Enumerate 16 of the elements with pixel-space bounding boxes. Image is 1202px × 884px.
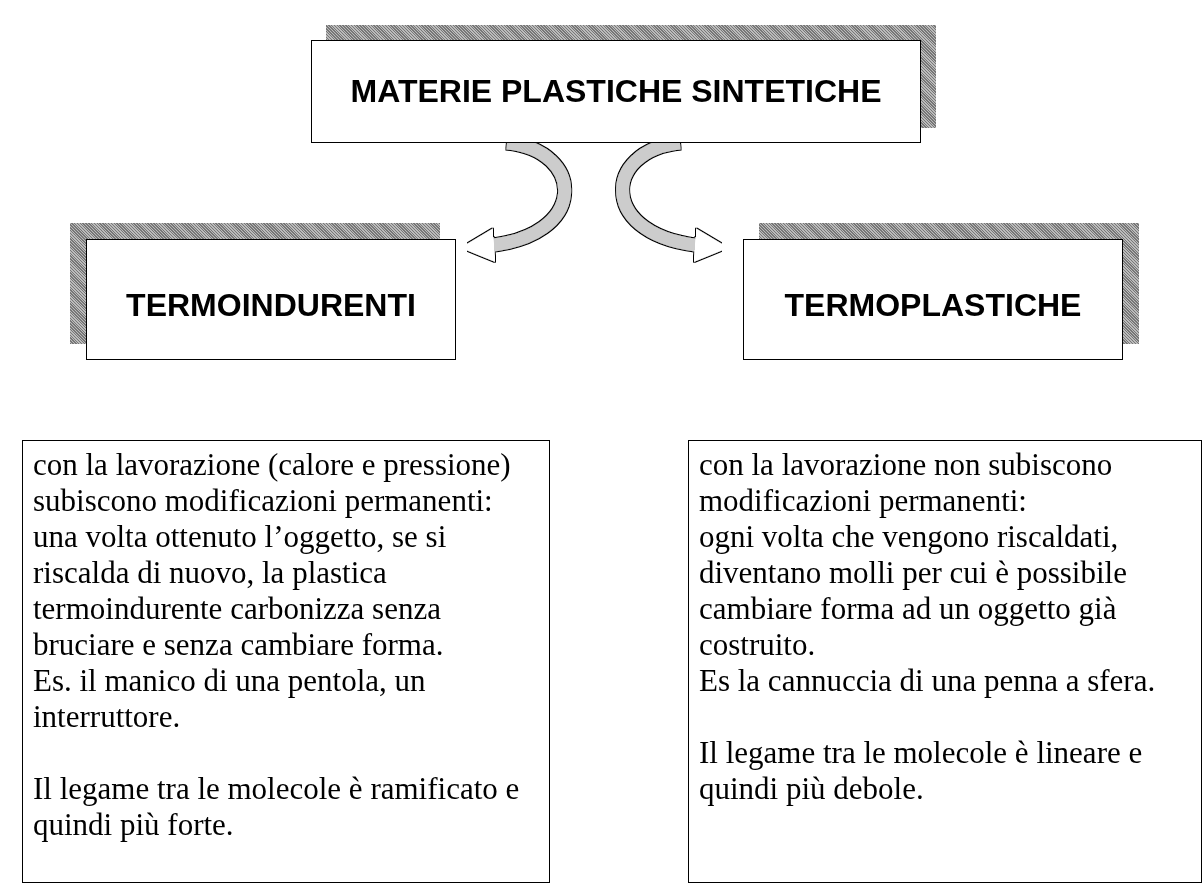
description-text: una volta ottenuto l’oggetto, se si riscalda di nuovo, la plastica termoindurente carbonizza senza bruciare e senza cambiare forma. (33, 519, 448, 663)
category-box (743, 239, 1123, 360)
description-box (22, 440, 550, 883)
description-text: Il legame tra le molecole è ramificato e quindi più forte. (33, 771, 521, 843)
box-title: TERMOPLASTICHE (783, 286, 1083, 324)
description-text: Il legame tra le molecole è lineare e quindi più debole. (699, 735, 1144, 807)
category-box (86, 239, 456, 360)
description-text: Es la cannuccia di una penna a sfera. (699, 663, 1157, 699)
description-text: con la lavorazione (calore e pressione) subiscono modificazioni permanenti: (33, 447, 512, 519)
description-text: Es. il manico di una pentola, un interruttore. (33, 663, 427, 735)
box-title: MATERIE PLASTICHE SINTETICHE (349, 72, 883, 110)
box-title: TERMOINDURENTI (125, 286, 417, 324)
description-text: con la lavorazione non subiscono modificazioni permanenti: (699, 447, 1114, 519)
description-text: ogni volta che vengono riscaldati, diventano molli per cui è possibile cambiare forma ad un oggetto già costruito. (699, 519, 1128, 663)
category-box (311, 40, 921, 143)
description-box (688, 440, 1202, 883)
